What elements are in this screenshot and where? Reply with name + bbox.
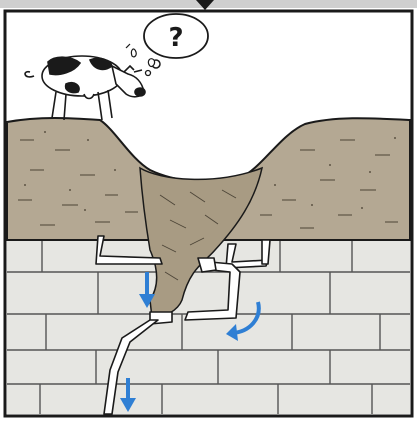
thought-question-mark: ? xyxy=(168,23,183,53)
